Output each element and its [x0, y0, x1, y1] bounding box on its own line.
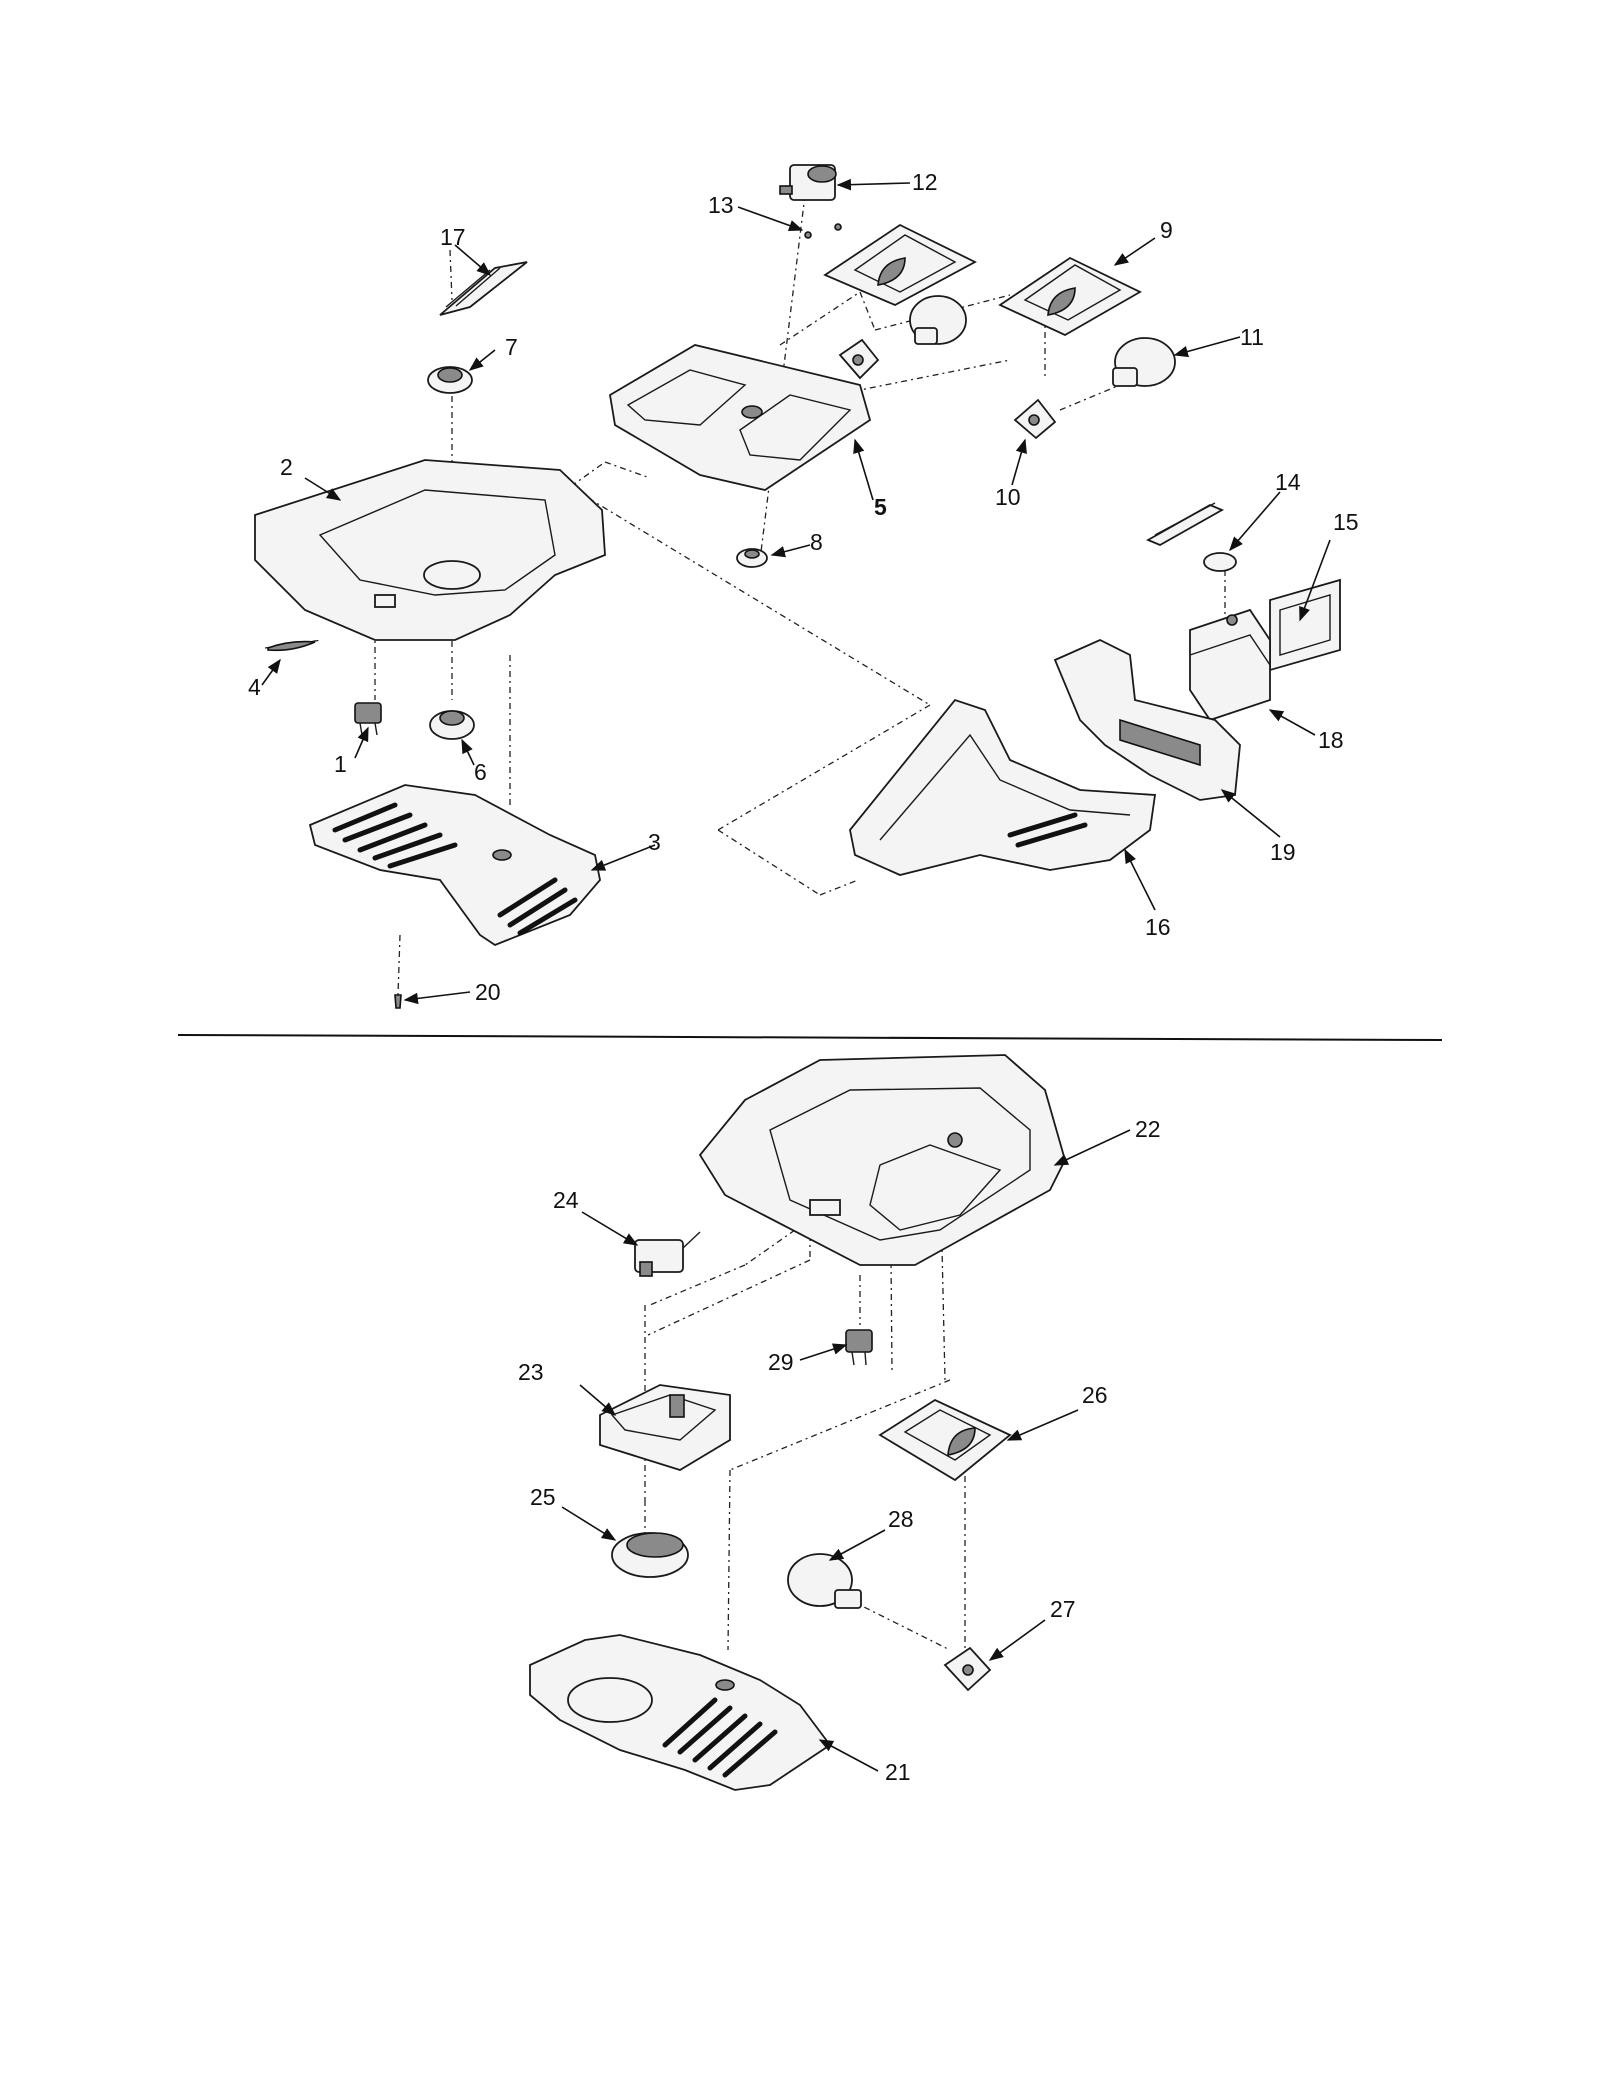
label-part-1: 1 [334, 751, 347, 777]
part-4-clip [267, 640, 316, 652]
part-9-housing-left [823, 223, 977, 306]
label-part-27: 27 [1050, 1596, 1076, 1622]
part-26-lamp-housing [878, 1398, 1012, 1482]
label-part-22: 22 [1135, 1116, 1161, 1142]
label-part-20: 20 [475, 979, 501, 1005]
label-part-12: 12 [912, 169, 938, 195]
label-part-18: 18 [1318, 727, 1344, 753]
part-14-belt-knob [1145, 502, 1237, 572]
label-part-19: 19 [1270, 839, 1296, 865]
section-divider [177, 1034, 1443, 1041]
part-21-drip-tray [529, 1634, 832, 1791]
part-19-dispenser-housing [1053, 639, 1241, 801]
label-part-28: 28 [888, 1506, 914, 1532]
label-part-3: 3 [648, 829, 661, 855]
part-11-lamp-left [909, 295, 967, 345]
label-part-9: 9 [1160, 217, 1173, 243]
label-part-5: 5 [874, 494, 887, 520]
label-part-15: 15 [1333, 509, 1359, 535]
label-part-29: 29 [768, 1349, 794, 1375]
part-27-socket [943, 1646, 992, 1692]
part-5-frame [609, 344, 872, 491]
label-part-8: 8 [810, 529, 823, 555]
label-part-13: 13 [708, 192, 734, 218]
label-part-23: 23 [518, 1359, 544, 1385]
label-part-10: 10 [995, 484, 1021, 510]
label-part-7: 7 [505, 334, 518, 360]
part-10-socket-left [838, 338, 880, 380]
part-9-housing-right [998, 256, 1142, 337]
part-13-screws [804, 223, 842, 239]
part-29-switch [845, 1329, 873, 1366]
part-24-switch [634, 1231, 701, 1277]
part-20-screw [394, 994, 402, 1009]
part-16-chute-shroud [849, 698, 1157, 876]
part-15-panel [1269, 578, 1341, 672]
label-part-16: 16 [1145, 914, 1171, 940]
part-10-socket-right [1013, 398, 1057, 440]
part-6-knob [429, 710, 475, 740]
part-22-housing-frame [698, 1054, 1066, 1266]
part-23-bracket [599, 1384, 731, 1471]
part-28-lamp [787, 1553, 862, 1609]
label-part-26: 26 [1082, 1382, 1108, 1408]
part-3-drip-tray [308, 784, 601, 947]
part-2-cover-plate [254, 459, 606, 641]
label-part-25: 25 [530, 1484, 556, 1510]
label-part-21: 21 [885, 1759, 911, 1785]
part-18-control-box [1189, 608, 1271, 722]
part-1-switch [354, 702, 382, 736]
label-part-2: 2 [280, 454, 293, 480]
part-8-fitting [736, 548, 768, 568]
part-17-belt [439, 261, 528, 316]
part-11-lamp-right [1112, 337, 1176, 387]
part-12-actuator [779, 164, 837, 201]
label-part-6: 6 [474, 759, 487, 785]
label-part-11: 11 [1240, 324, 1264, 350]
label-part-24: 24 [553, 1187, 579, 1213]
part-25-knob [611, 1532, 689, 1578]
part-7-gear [427, 366, 473, 394]
leader-lines [261, 178, 1331, 1772]
part-number-labels: 1 2 3 4 5 6 7 8 9 10 11 12 13 14 15 16 1… [248, 169, 1359, 1785]
label-part-17: 17 [440, 224, 466, 250]
label-part-14: 14 [1275, 469, 1301, 495]
label-part-4: 4 [248, 674, 261, 700]
